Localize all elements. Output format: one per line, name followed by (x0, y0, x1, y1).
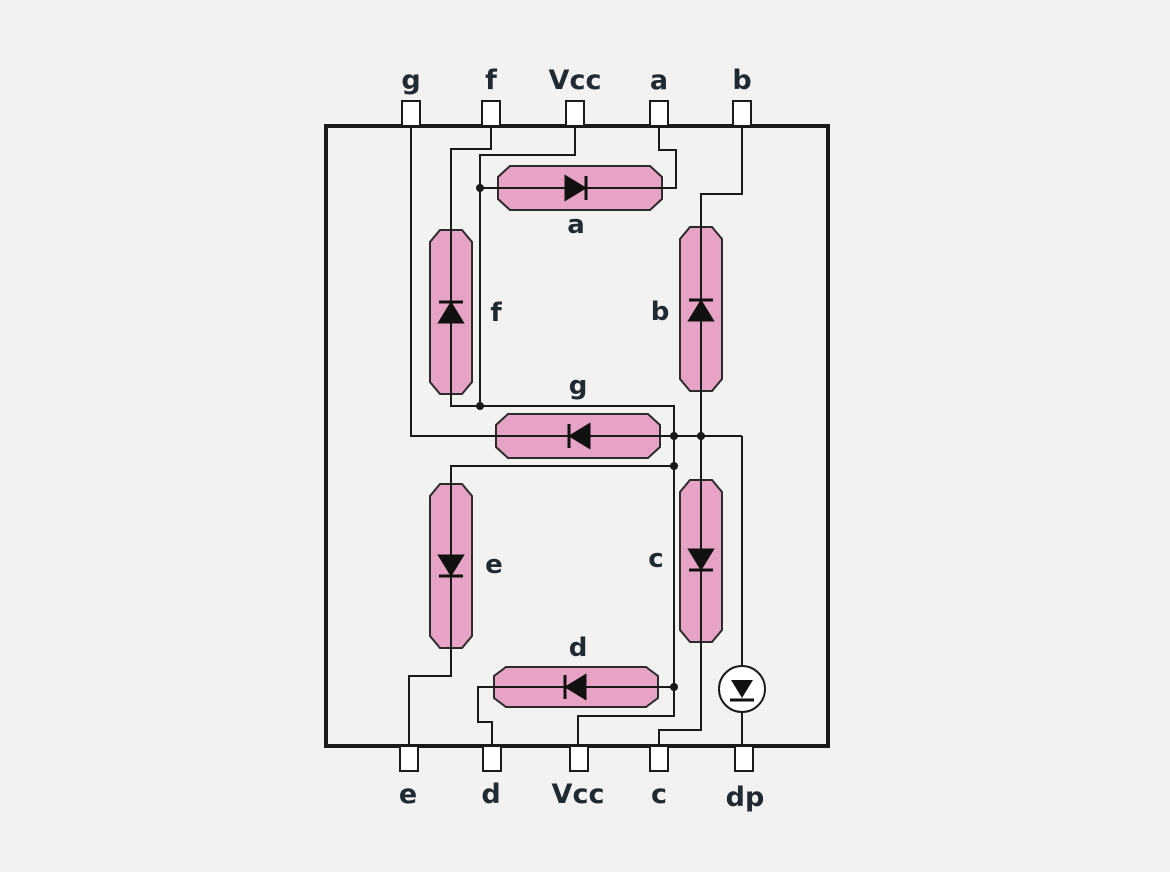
diode-icon (567, 422, 591, 450)
junction-dot (670, 462, 678, 470)
pin-stub-dp (734, 745, 754, 772)
pin-label-bottom-3: Vcc (552, 779, 605, 810)
wire-pin-d (477, 686, 494, 746)
pin-stub-a (649, 100, 669, 127)
diode-icon (437, 554, 465, 578)
pin-stub-e (399, 745, 419, 772)
top-pin-stubs (401, 100, 752, 127)
segment-labels: a b c d e f g (485, 210, 669, 663)
diode-icon (563, 673, 587, 701)
pin-label-bottom-4: c (651, 779, 667, 810)
bottom-pin-stubs (399, 745, 754, 772)
wire-e-top (450, 465, 674, 484)
wire-f-bottom (450, 394, 480, 407)
junction-dot (670, 683, 678, 691)
wire-anode-rail (480, 405, 675, 746)
pin-label-top-4: a (650, 65, 668, 96)
junction-dot (476, 402, 484, 410)
wire-pin-c (658, 642, 702, 746)
pin-stub-vcc-top (565, 100, 585, 127)
top-pin-labels: g f Vcc a b (401, 65, 751, 96)
pin-label-bottom-2: d (481, 779, 500, 810)
bottom-pin-labels: e d Vcc c dp (399, 779, 764, 813)
pin-stub-f (481, 100, 501, 127)
pin-stub-b (732, 100, 752, 127)
led-icon (718, 665, 766, 713)
wire-pin-a (658, 126, 677, 189)
pin-stub-g (401, 100, 421, 127)
segment-label-a: a (567, 210, 585, 240)
wire-pin-f (450, 126, 492, 230)
diode-icon (687, 548, 715, 572)
pin-label-bottom-1: e (399, 779, 417, 810)
segment-label-g: g (569, 371, 588, 401)
pin-label-top-5: b (732, 65, 751, 96)
wire-pin-e (408, 648, 452, 746)
pin-stub-vcc-bottom (569, 745, 589, 772)
diode-icon (687, 298, 715, 322)
diodes (437, 174, 715, 701)
pin-stub-c (649, 745, 669, 772)
wire-pin-b (700, 126, 743, 227)
junction-dot (476, 184, 484, 192)
segment-label-d: d (569, 633, 588, 663)
junction-dot (670, 432, 678, 440)
diode-icon (564, 174, 588, 202)
junction-dot (697, 432, 705, 440)
segment-label-b: b (651, 297, 670, 327)
junctions (476, 184, 705, 691)
segment-label-e: e (485, 550, 503, 580)
wire-pin-g (410, 126, 498, 437)
pin-stub-d (482, 745, 502, 772)
pin-label-bottom-5: dp (726, 782, 765, 813)
pin-label-top-3: Vcc (549, 65, 602, 96)
diode-icon (437, 300, 465, 324)
pin-label-top-2: f (485, 65, 497, 96)
segment-label-c: c (648, 544, 663, 574)
segment-label-f: f (490, 298, 502, 328)
wire-vcc-top (479, 126, 576, 406)
pin-label-top-1: g (401, 65, 420, 96)
